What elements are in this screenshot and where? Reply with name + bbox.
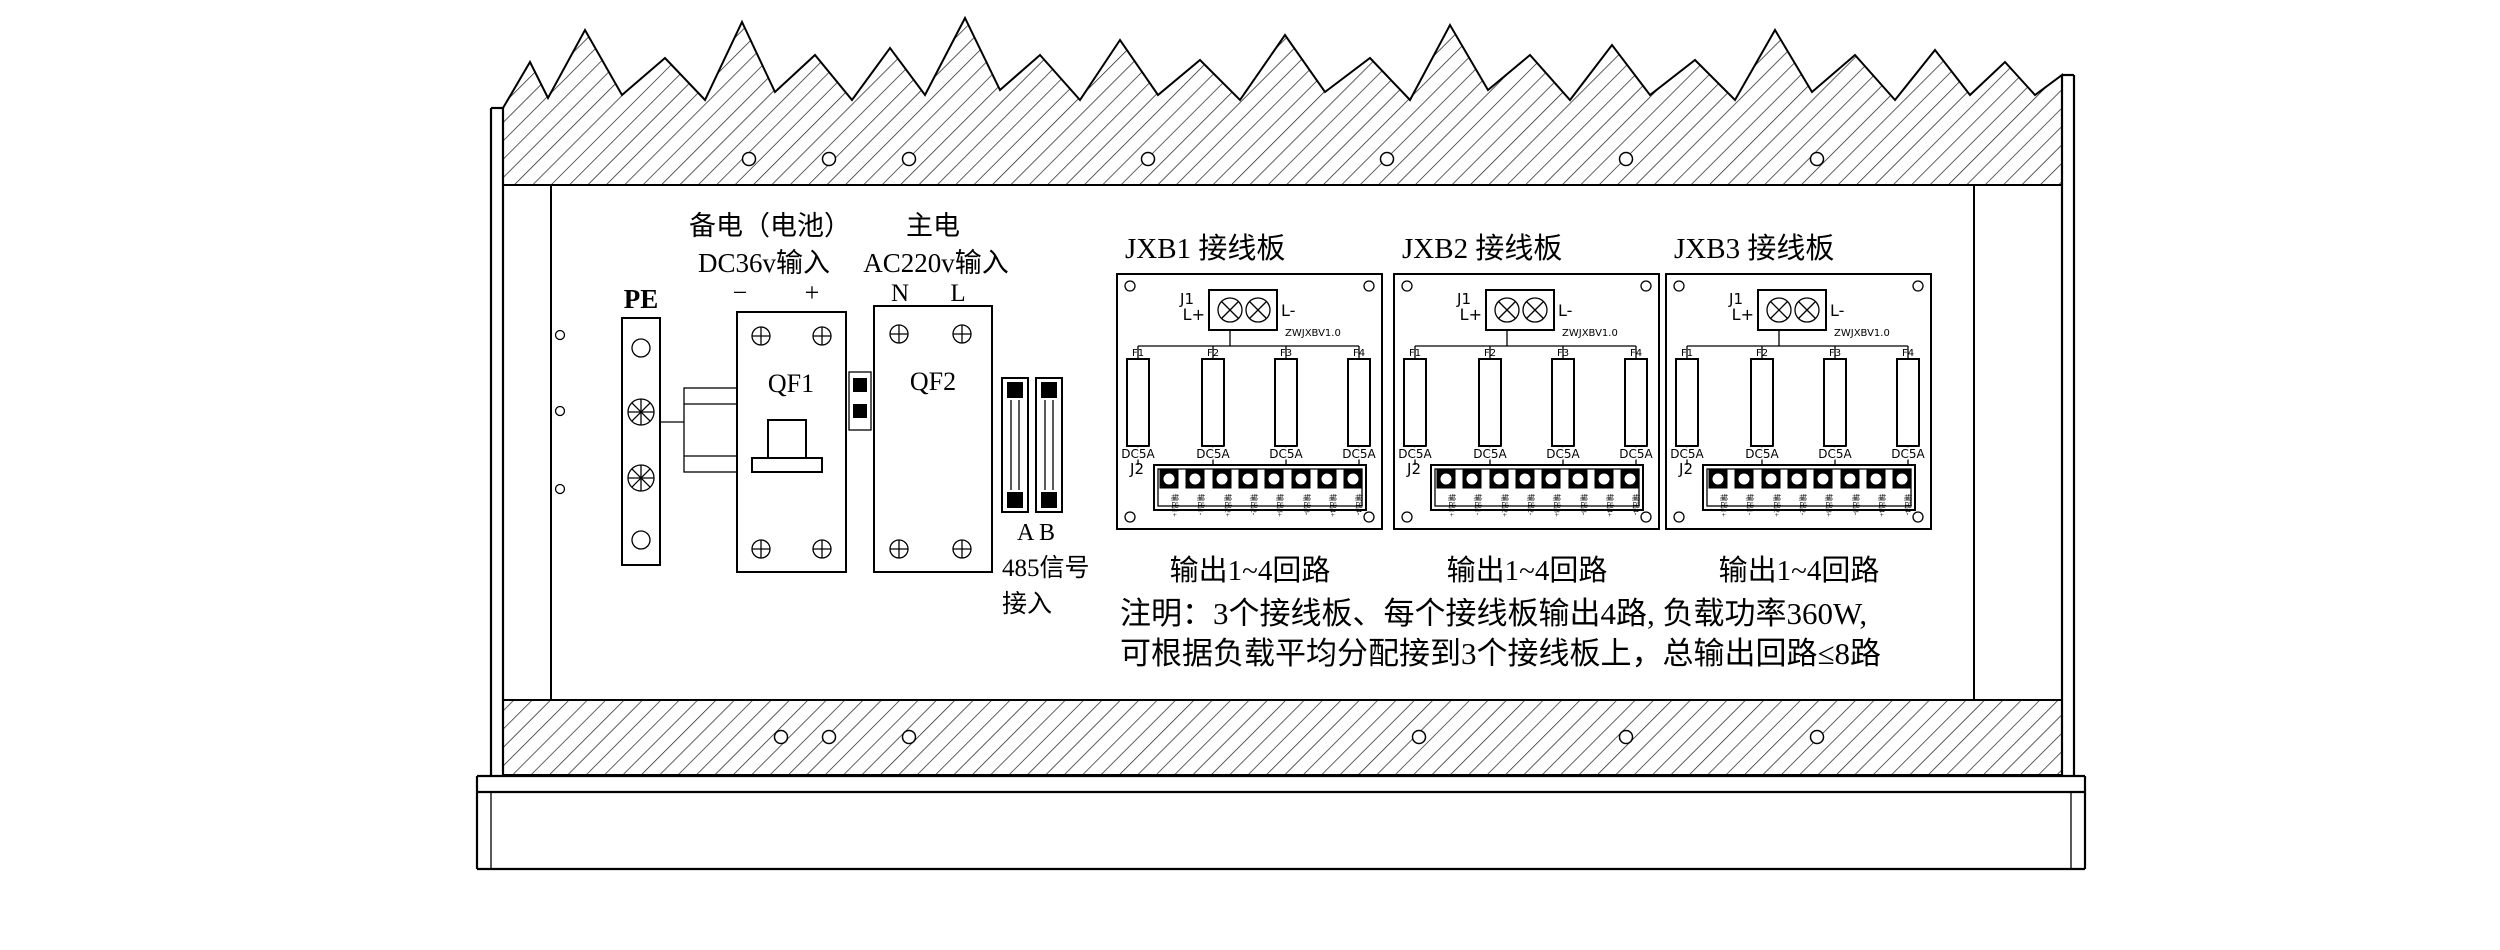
panel-holes: [554, 329, 566, 495]
cabinet-base: [475, 774, 2087, 871]
jxb2-output-label: 输出1~4回路: [1447, 554, 1608, 587]
qf2-breaker: QF2: [873, 305, 993, 573]
inter-breaker-terminal: [848, 371, 872, 431]
rs485-ab-label: A B: [1017, 520, 1055, 546]
power-input-labels: 备电（电池） 主电 DC36v输入 AC220v输入 − + N L: [689, 211, 1009, 307]
qf1-label: QF1: [768, 369, 814, 398]
rs485-terminal-a: [1001, 377, 1029, 513]
backup-power-label: 备电（电池）: [689, 211, 851, 241]
bottom-rail-hatched: [502, 699, 2063, 776]
rail-mounting-holes: [741, 151, 1825, 745]
rs485-signal-label: 485信号: [1002, 554, 1090, 582]
qf2-label: QF2: [910, 367, 956, 396]
pe-label: PE: [624, 284, 659, 314]
jxb1-title: JXB1 接线板: [1125, 232, 1285, 265]
line-terminal-label: L: [950, 280, 965, 307]
rs485-terminal-b: [1035, 377, 1063, 513]
jxb1-board: [1115, 272, 1384, 531]
note-line-2: 可根据负载平均分配接到3个接线板上，总输出回路≤8路: [1120, 636, 1881, 671]
jxb3-output-label: 输出1~4回路: [1719, 554, 1880, 587]
pe-terminal-block: PE: [621, 284, 661, 566]
rs485-terminals: A B 485信号 接入: [1001, 377, 1090, 618]
notes: 注明：3个接线板、每个接线板输出4路, 负载功率360W, 可根据负载平均分配接…: [1120, 596, 1881, 671]
din-rail: [660, 387, 738, 473]
plus-terminal-label: +: [805, 278, 820, 307]
note-line-1: 注明：3个接线板、每个接线板输出4路, 负载功率360W,: [1120, 596, 1867, 631]
jxb2-board: [1392, 272, 1661, 531]
jxb1-output-label: 输出1~4回路: [1170, 554, 1331, 587]
jxb3-board: [1664, 272, 1933, 531]
main-power-label: 主电: [906, 211, 960, 241]
rs485-signal-label2: 接入: [1002, 590, 1052, 618]
cabinet-frame: [475, 15, 2087, 871]
qf1-breaker: QF1: [736, 311, 847, 573]
jxb2-title: JXB2 接线板: [1402, 232, 1562, 265]
ac-input-label: AC220v输入: [863, 248, 1009, 278]
top-rail-hatched: [502, 15, 2063, 186]
breaker-toggle: [767, 419, 807, 459]
neutral-terminal-label: N: [891, 280, 909, 307]
minus-terminal-label: −: [733, 278, 748, 307]
jxb3-title: JXB3 接线板: [1674, 232, 1834, 265]
dc-input-label: DC36v输入: [698, 248, 830, 278]
